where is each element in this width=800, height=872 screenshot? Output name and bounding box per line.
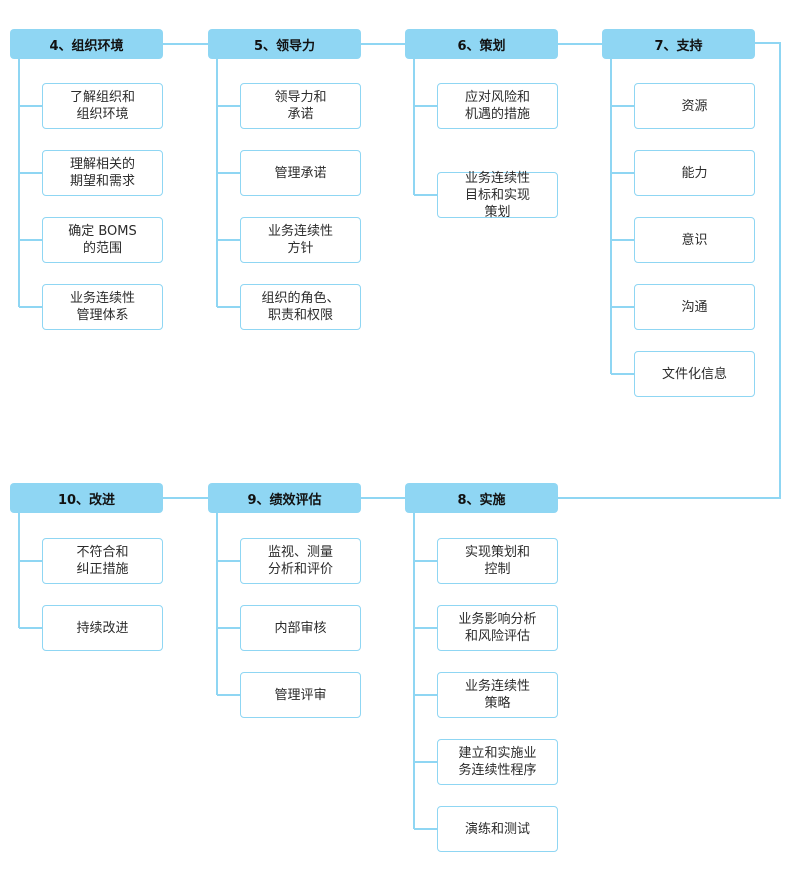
clause-item: 组织的角色、 职责和权限	[240, 284, 361, 330]
clause-item: 业务连续性 策略	[437, 672, 558, 718]
clause-item: 应对风险和 机遇的措施	[437, 83, 558, 129]
clause-item: 管理承诺	[240, 150, 361, 196]
clause-item: 文件化信息	[634, 351, 755, 397]
clause-item: 演练和测试	[437, 806, 558, 852]
clause-item: 了解组织和 组织环境	[42, 83, 163, 129]
clause-item: 确定 BOMS 的范围	[42, 217, 163, 263]
clause-item: 业务连续性 方针	[240, 217, 361, 263]
clause-item: 能力	[634, 150, 755, 196]
clause-item: 业务影响分析 和风险评估	[437, 605, 558, 651]
clause-item: 沟通	[634, 284, 755, 330]
flow-link	[558, 42, 781, 499]
clause-item: 理解相关的 期望和需求	[42, 150, 163, 196]
clause-item: 内部审核	[240, 605, 361, 651]
clause-item: 不符合和 纠正措施	[42, 538, 163, 584]
clause-item: 实现策划和 控制	[437, 538, 558, 584]
clause-header: 4、组织环境	[10, 29, 163, 59]
clause-item: 意识	[634, 217, 755, 263]
clause-header: 6、策划	[405, 29, 558, 59]
clause-header: 8、实施	[405, 483, 558, 513]
clause-header: 5、领导力	[208, 29, 361, 59]
clause-item: 建立和实施业 务连续性程序	[437, 739, 558, 785]
clause-header: 7、支持	[602, 29, 755, 59]
clause-header: 9、绩效评估	[208, 483, 361, 513]
clause-item: 领导力和 承诺	[240, 83, 361, 129]
clause-item: 持续改进	[42, 605, 163, 651]
clause-item: 业务连续性 管理体系	[42, 284, 163, 330]
clause-header: 10、改进	[10, 483, 163, 513]
clause-item: 监视、测量 分析和评价	[240, 538, 361, 584]
clause-item: 资源	[634, 83, 755, 129]
clause-item: 业务连续性 目标和实现 策划	[437, 171, 558, 220]
clause-item: 管理评审	[240, 672, 361, 718]
